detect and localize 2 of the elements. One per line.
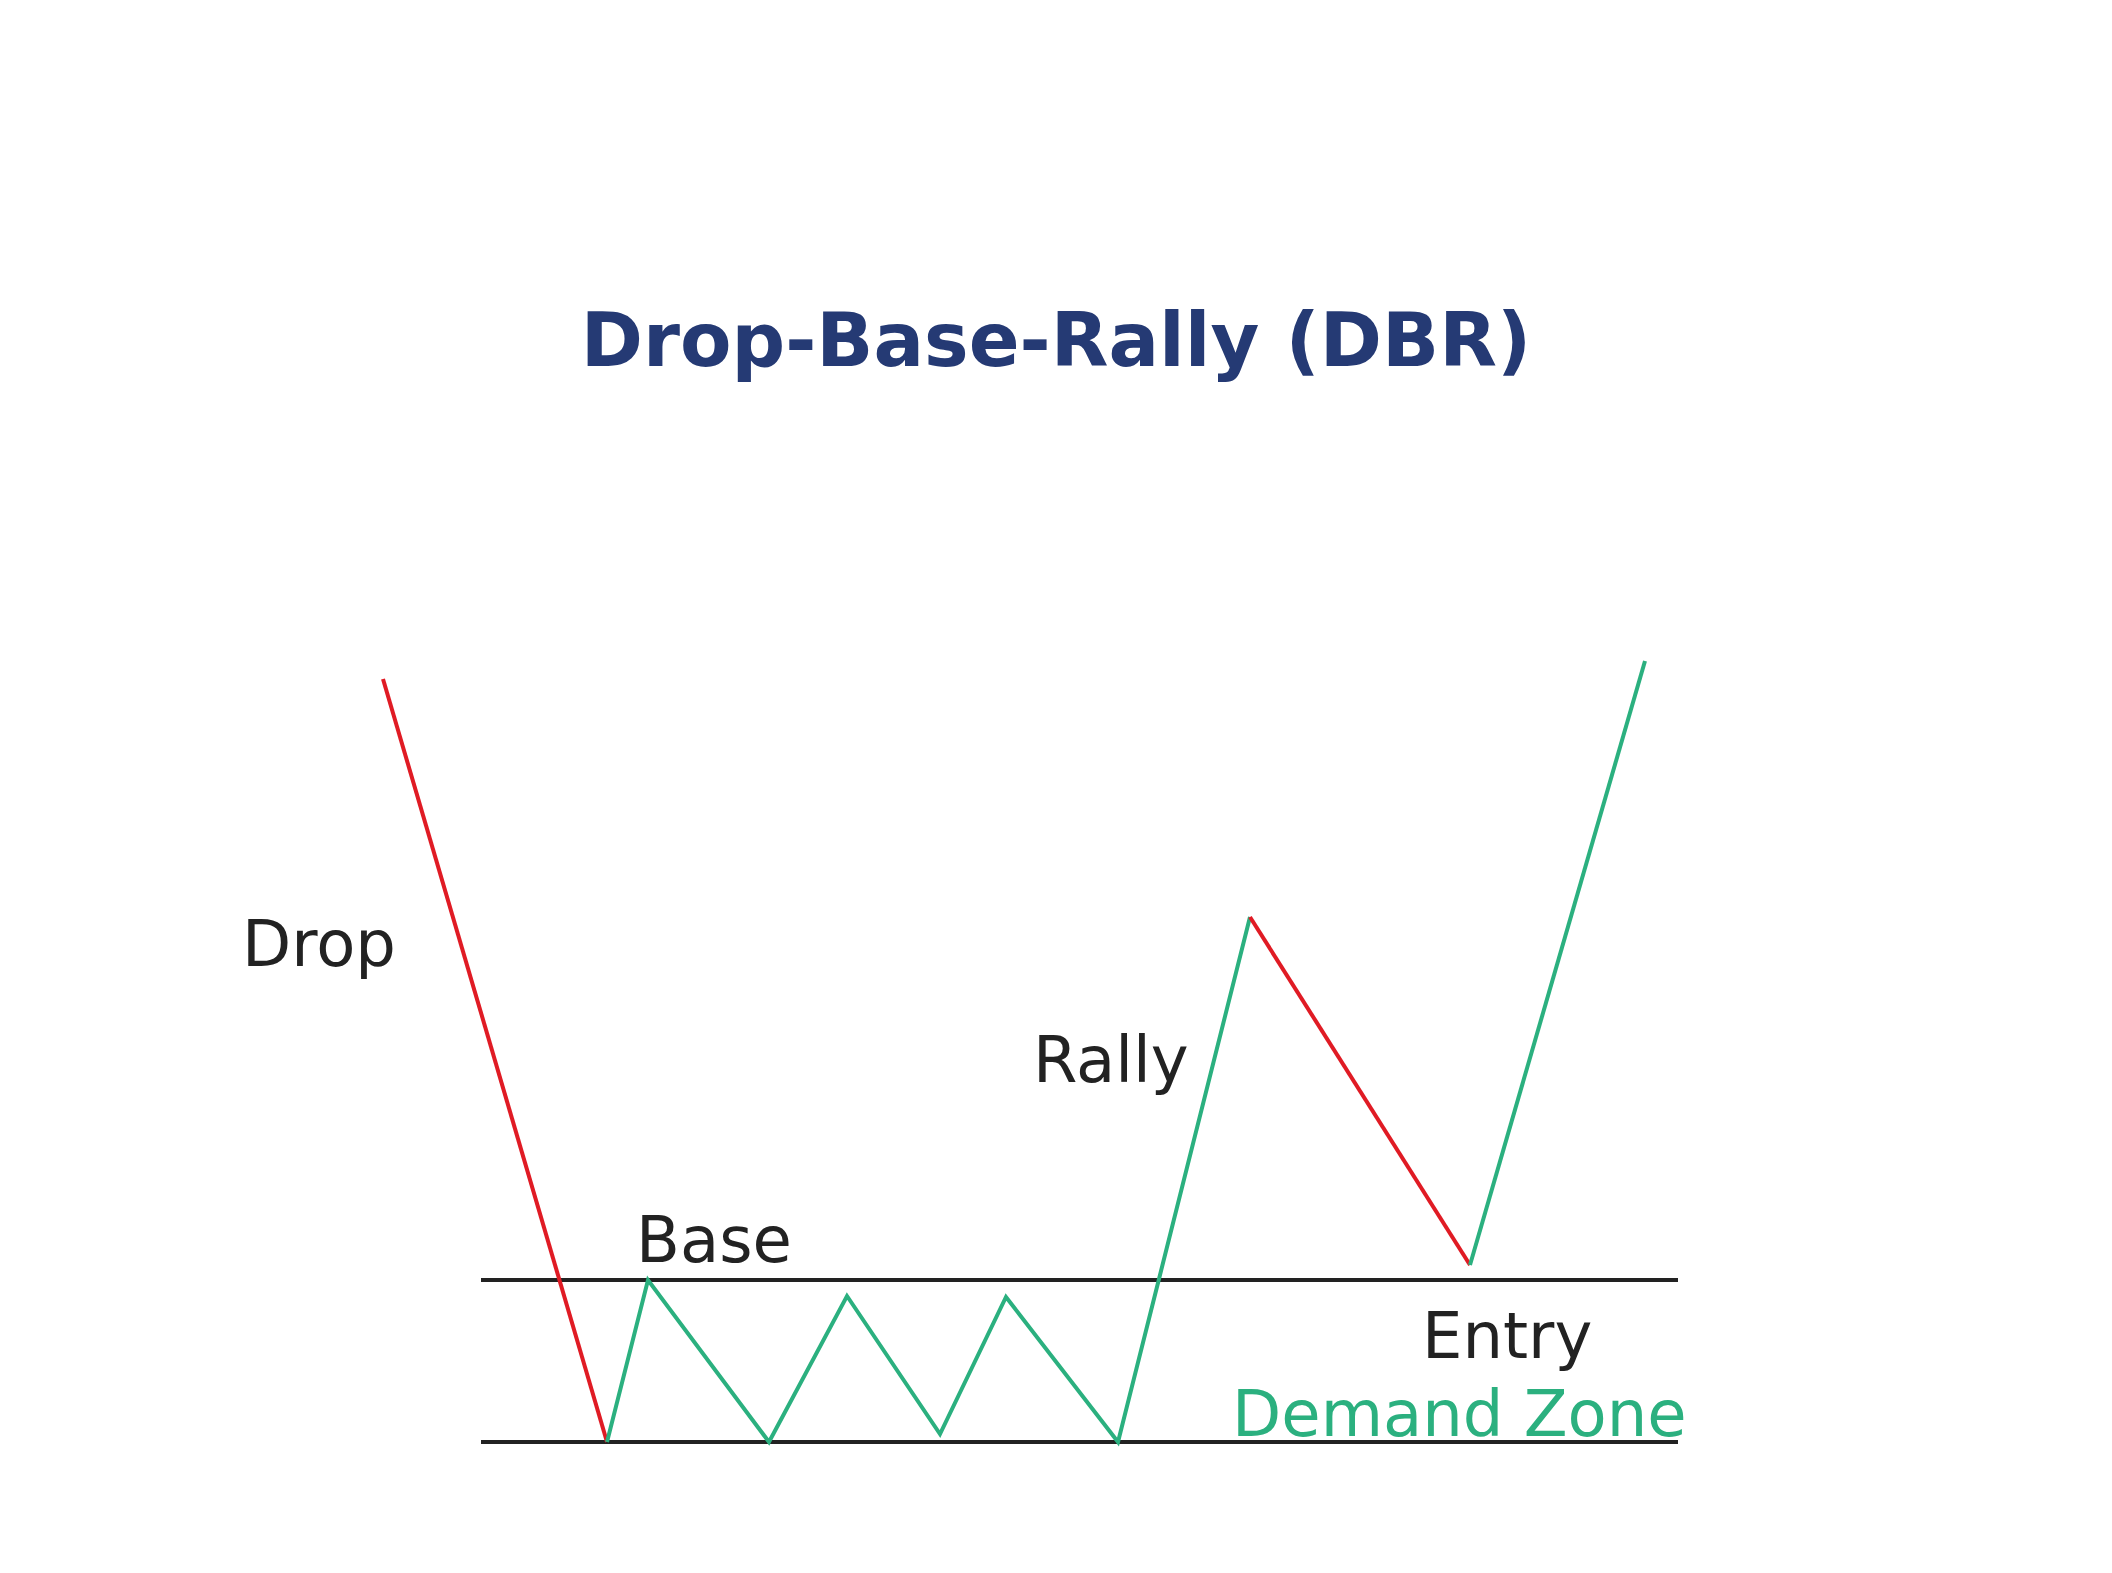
zone-label: Demand Zone [1232, 1382, 1687, 1446]
phase-label: Base [636, 1208, 792, 1272]
